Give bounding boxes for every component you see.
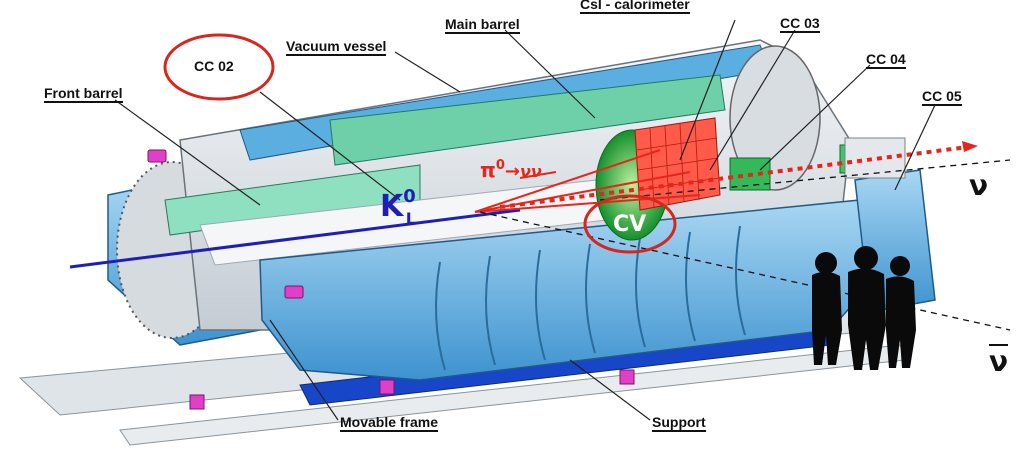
nu-symbol: ν xyxy=(969,169,989,202)
cv-label: CV xyxy=(613,212,647,237)
nu-dashed-line xyxy=(599,159,1011,201)
pion-sup: 0 xyxy=(495,158,505,173)
decay-line-3 xyxy=(474,194,701,213)
pion-arrow: → xyxy=(504,161,520,182)
rear-end-cap xyxy=(729,45,821,191)
lower-vessel-ribs xyxy=(435,225,746,371)
cc03-label: CC 03 xyxy=(780,15,820,33)
pion-decay-arrow xyxy=(519,171,557,179)
front-barrel-label: Front barrel xyxy=(44,85,123,103)
cc02-highlight-ring xyxy=(163,33,275,101)
cv-highlight-ring xyxy=(583,194,677,254)
pion-decay-text: π0→νν xyxy=(480,158,542,182)
nubar-symbol: ν xyxy=(989,344,1009,378)
kaon-base: K xyxy=(380,189,404,224)
neutral-beam-arrowhead xyxy=(962,141,978,152)
cc04-label: CC 04 xyxy=(866,51,906,69)
kaon-beam-line xyxy=(69,208,521,269)
kaon-sup: 0 xyxy=(403,186,416,207)
pion-products: νν xyxy=(519,162,542,181)
kaon-symbol: K0L xyxy=(380,188,426,227)
rear-housing xyxy=(844,137,906,179)
magenta-fittings xyxy=(147,149,635,410)
csi-crystal-grid xyxy=(636,120,720,208)
csi-calorimeter-label: CsI - calorimeter xyxy=(580,0,690,14)
neutral-beam-line xyxy=(499,145,969,209)
decay-line-1 xyxy=(474,149,661,213)
leader-lines xyxy=(114,19,936,421)
main-barrel-band xyxy=(329,74,726,166)
movable-frame-label: Movable frame xyxy=(340,414,439,432)
kaon-sub: L xyxy=(405,209,416,228)
vacuum-vessel-label: Vacuum vessel xyxy=(286,38,387,56)
cc02-label: CC 02 xyxy=(194,58,234,74)
main-barrel-label: Main barrel xyxy=(445,16,520,34)
cc05-label: CC 05 xyxy=(922,88,962,106)
support-label: Support xyxy=(652,414,706,432)
pion-base: π xyxy=(480,158,496,182)
nubar-dashed-line xyxy=(479,211,1011,331)
people-silhouettes xyxy=(812,246,916,370)
